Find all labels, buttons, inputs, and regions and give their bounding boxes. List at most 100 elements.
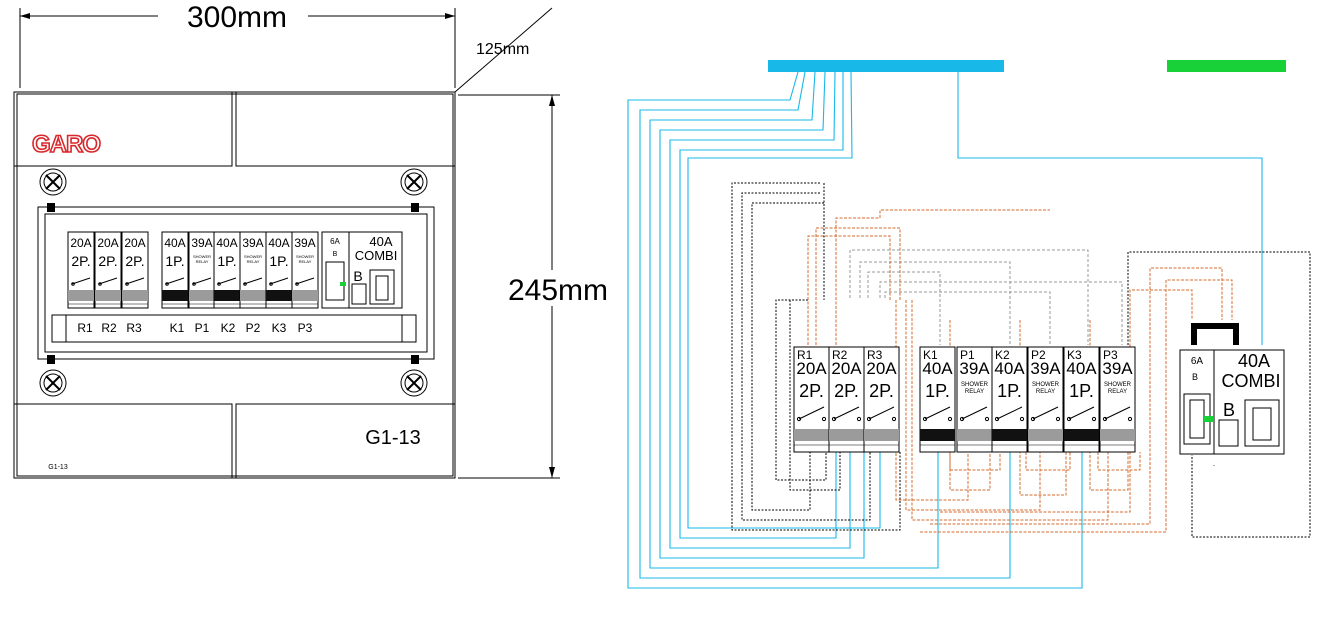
front-tag-R1: R1 <box>77 321 93 335</box>
wiring-breaker-tag: P3 <box>1103 348 1118 362</box>
wiring-breaker-sub: RELAY <box>965 389 984 395</box>
bottom-left-panel <box>13 403 233 479</box>
front-breaker-sub: RELAY <box>196 259 209 264</box>
front-tag-K1: K1 <box>170 321 185 335</box>
wiring-breaker-poles: 2P. <box>869 381 894 401</box>
front-tag-K3: K3 <box>272 321 287 335</box>
front-tag-P3: P3 <box>298 321 313 335</box>
front-combi-device: 6A B 40A COMBI B <box>321 231 403 309</box>
wiring-breaker-rating: 39A <box>1102 359 1133 378</box>
front-breaker-poles: 1P. <box>269 253 288 269</box>
wiring-breaker-tag: K2 <box>995 348 1010 362</box>
svg-text:6A: 6A <box>330 237 340 246</box>
din-cover-inner <box>44 213 428 353</box>
width-label: 300mm <box>187 1 287 34</box>
live-wires-black <box>731 182 1311 538</box>
small-model-label: G1-13 <box>48 464 68 471</box>
wiring-breaker-sub: SHOWER <box>1104 382 1132 388</box>
wiring-breaker-poles: 2P. <box>799 381 824 401</box>
svg-text:B: B <box>1223 400 1235 420</box>
enclosure-outline <box>13 91 456 479</box>
screw-icon <box>39 369 67 397</box>
svg-text:.: . <box>1213 459 1215 468</box>
front-tag-R2: R2 <box>101 321 117 335</box>
wiring-breaker-row: R120A2P.R220A2P.R320A2P.K140A1P.P139ASHO… <box>793 346 1136 453</box>
front-breaker-rating: 20A <box>97 236 118 250</box>
top-left-panel <box>13 91 233 167</box>
front-breaker-rating: 40A <box>268 236 289 250</box>
wiring-breaker-tag: P1 <box>960 348 975 362</box>
screw-icon <box>39 168 67 196</box>
wiring-view: R120A2P.R220A2P.R320A2P.K140A1P.P139ASHO… <box>627 60 1311 589</box>
earth-busbar <box>1167 60 1286 72</box>
front-breaker-poles: 2P. <box>125 253 144 269</box>
front-breaker-sub: SHOWER <box>193 254 211 259</box>
front-breaker-rating: 39A <box>294 236 315 250</box>
front-tag-R3: R3 <box>126 321 142 335</box>
wiring-breaker-rating: 20A <box>831 359 862 378</box>
wiring-breaker-rating: 39A <box>1030 359 1061 378</box>
width-dimension: 300mm <box>19 1 456 88</box>
front-breaker-sub: RELAY <box>299 259 312 264</box>
wiring-breaker-poles: 2P. <box>834 381 859 401</box>
model-label: G1-13 <box>365 427 421 449</box>
front-breaker-rating: 20A <box>124 236 145 250</box>
neutral-wires <box>627 71 1263 589</box>
screw-icon <box>400 168 428 196</box>
wiring-breaker-sub: RELAY <box>1036 389 1055 395</box>
svg-text:B: B <box>333 251 338 258</box>
wiring-breaker-tag: R1 <box>797 348 813 362</box>
control-wires-grey <box>849 249 1123 345</box>
front-breaker-rating: 20A <box>70 236 91 250</box>
top-right-panel <box>235 91 456 167</box>
front-breaker-poles: 2P. <box>71 253 90 269</box>
wiring-breaker-tag: K1 <box>923 348 938 362</box>
enclosure-inner-outline <box>16 93 454 477</box>
wiring-breaker-tag: K3 <box>1067 348 1082 362</box>
height-label: 245mm <box>508 274 608 307</box>
depth-label: 125mm <box>476 41 529 58</box>
front-breaker-poles: 2P. <box>98 253 117 269</box>
svg-text:40A: 40A <box>1238 351 1270 371</box>
wiring-breaker-poles: 1P. <box>997 381 1022 401</box>
wiring-breaker-tag: R3 <box>867 348 883 362</box>
front-tag-P1: P1 <box>195 321 210 335</box>
front-view: 300mm 125mm 245mm GARO <box>13 1 618 479</box>
svg-text:B: B <box>353 268 362 284</box>
din-cover-frame <box>37 206 435 360</box>
svg-text:COMBI: COMBI <box>1221 371 1280 391</box>
neutral-busbar <box>768 60 1004 72</box>
front-breaker-rating: 40A <box>164 236 185 250</box>
front-tag-P2: P2 <box>246 321 261 335</box>
wiring-breaker-poles: 1P. <box>925 381 950 401</box>
garo-logo: GARO <box>31 130 102 159</box>
svg-text:B: B <box>1192 372 1198 382</box>
front-tag-K2: K2 <box>221 321 236 335</box>
label-strip <box>51 314 417 343</box>
wiring-breaker-rating: 40A <box>922 359 953 378</box>
wiring-breaker-sub: SHOWER <box>1032 382 1060 388</box>
front-breaker-rating: 40A <box>216 236 237 250</box>
wiring-breaker-rating: 40A <box>1066 359 1097 378</box>
height-dimension: 245mm <box>458 94 618 479</box>
depth-dimension: 125mm <box>454 7 553 93</box>
wiring-breaker-tag: P2 <box>1031 348 1046 362</box>
front-breaker-sub: RELAY <box>247 259 260 264</box>
wiring-breaker-sub: SHOWER <box>961 382 989 388</box>
wiring-breaker-rating: 39A <box>959 359 990 378</box>
svg-text:40A: 40A <box>369 234 392 249</box>
svg-text:COMBI: COMBI <box>355 248 398 263</box>
front-breaker-poles: 1P. <box>217 253 236 269</box>
